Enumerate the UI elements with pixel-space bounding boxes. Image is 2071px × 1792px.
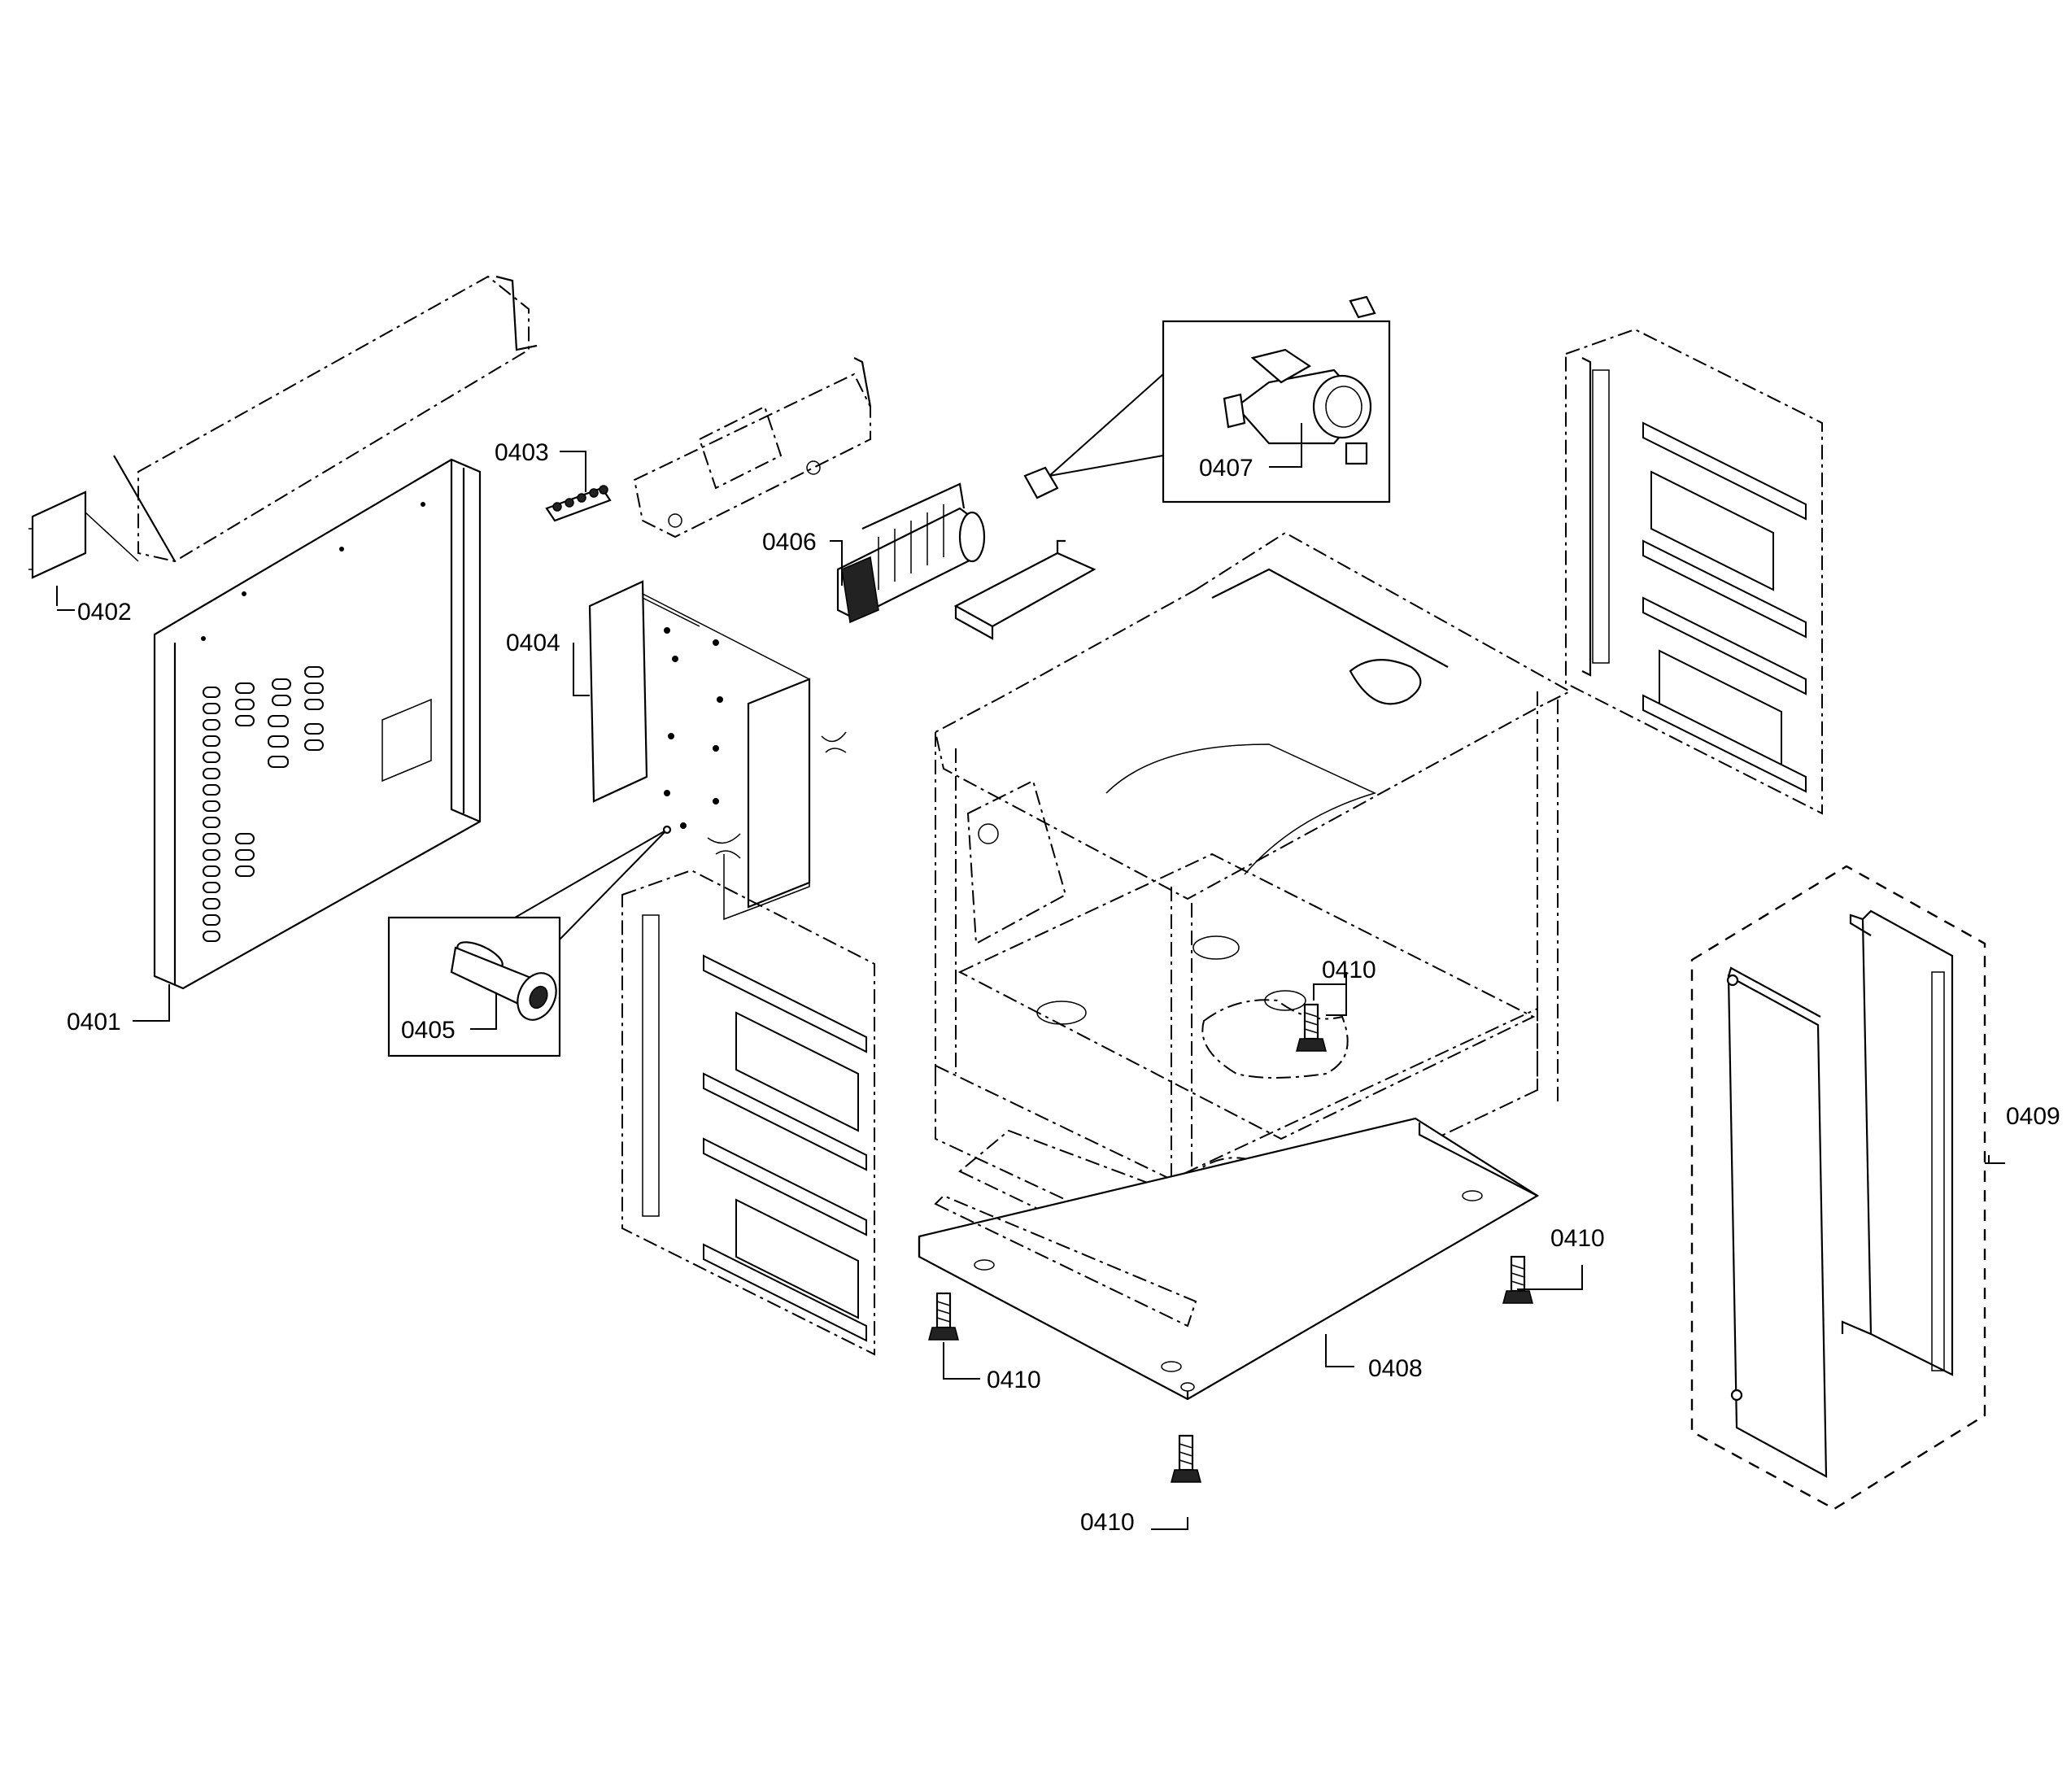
part-0409-rear-panels [1690, 865, 1986, 1511]
callout-0410-b: 0410 [1550, 1225, 1605, 1252]
callout-0409: 0409 [2006, 1103, 2060, 1130]
part-0402-bracket [28, 491, 139, 579]
leader-lines [56, 423, 2005, 1530]
part-fan-bracket [953, 539, 1097, 640]
part-upper-duct [633, 357, 872, 538]
part-left-side-panel [621, 869, 875, 1356]
screw-0410-d [1171, 1434, 1201, 1483]
callout-labels: 0401 0402 0403 0404 0405 0406 0407 0408 … [67, 439, 2060, 1536]
callout-0407: 0407 [1199, 455, 1254, 482]
part-0405-inset-cylinder [387, 825, 672, 1057]
screw-0410-a [1296, 1003, 1327, 1052]
callout-0403: 0403 [495, 439, 549, 466]
callout-0402: 0402 [77, 599, 132, 626]
part-0404-control-board [588, 580, 847, 921]
callout-0410-d: 0410 [1080, 1509, 1135, 1536]
part-0403-terminal-block [545, 485, 612, 522]
screw-0410-b [1502, 1255, 1533, 1304]
part-0401-side-panel [113, 275, 538, 990]
callout-0408: 0408 [1368, 1355, 1423, 1382]
callout-0406: 0406 [762, 529, 817, 556]
callout-0401: 0401 [67, 1009, 121, 1036]
callout-0410-c: 0410 [987, 1367, 1041, 1393]
screw-0410-c [928, 1292, 959, 1341]
callout-0410-a: 0410 [1322, 957, 1376, 983]
part-0407-thermostat-inset [1023, 295, 1391, 504]
callout-0405: 0405 [401, 1017, 456, 1044]
callout-0404: 0404 [506, 630, 560, 656]
vent-slots [203, 666, 324, 942]
part-main-frame [934, 531, 1572, 1318]
part-0408-base-plate [918, 1117, 1540, 1401]
part-right-side-panel [1565, 328, 1823, 815]
part-0406-fan-motor [836, 482, 986, 624]
